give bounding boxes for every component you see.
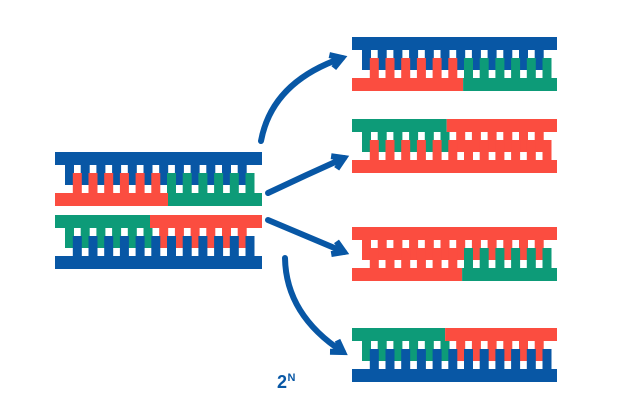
product-duplex-2 [352,119,557,173]
arrow-to-product-2 [265,153,350,196]
parent-duplex-2 [55,215,262,269]
product-duplex-4 [352,328,557,382]
arrow-to-product-1 [258,52,348,144]
exponential-growth-label: 2N [277,372,296,393]
arrow-to-product-4 [282,255,348,356]
exponent-base: 2 [277,372,288,392]
parent-duplex-1 [55,152,262,206]
product-duplex-1 [352,37,557,91]
exponent-n: N [287,372,296,384]
product-duplex-3 [352,227,557,281]
arrow-to-product-3 [265,217,350,258]
